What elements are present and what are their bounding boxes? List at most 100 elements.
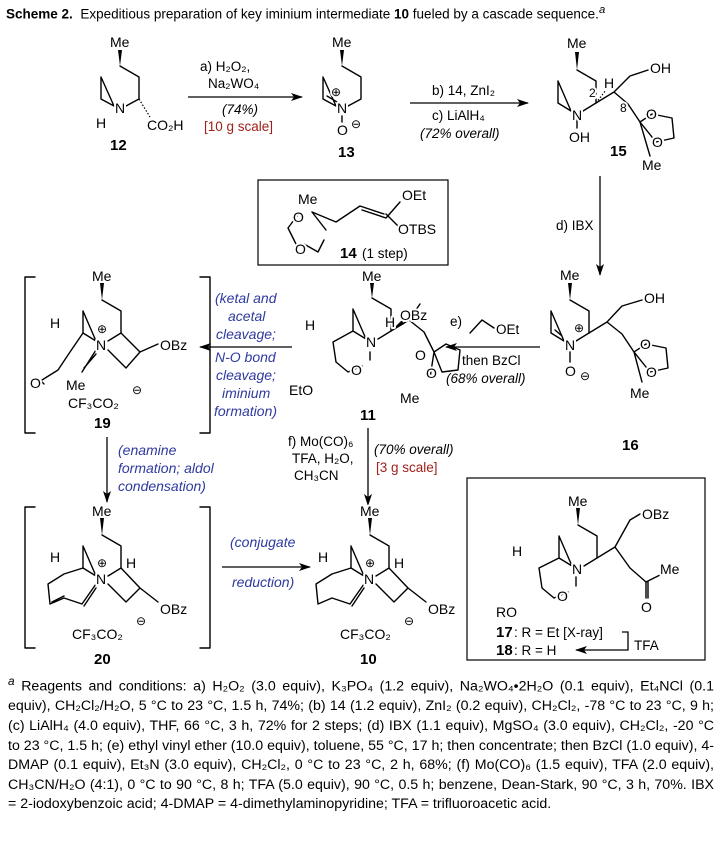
arrow-step-bc: b) 14, ZnI₂ c) LiAlH₄ (72% overall): [410, 83, 529, 141]
atom-label: ⊕: [331, 85, 341, 99]
atom-label: TFA: [634, 638, 659, 653]
atom-label: (70% overall): [374, 442, 454, 457]
atom-label: reduction): [232, 574, 294, 590]
atom-label: N: [96, 571, 106, 587]
atom-label: H: [126, 555, 136, 571]
atom-label: OBz: [160, 601, 187, 617]
atom-label: O: [351, 362, 362, 378]
atom-label: condensation): [118, 478, 206, 494]
atom-label: O: [337, 122, 348, 138]
atom-label: O: [641, 599, 652, 615]
atom-label: OBz: [428, 601, 455, 617]
atom-label: iminium: [222, 385, 271, 401]
compound-label-20: 20: [94, 651, 111, 668]
atom-label: acetal: [228, 308, 266, 324]
compound-12: Me N H CO₂H 12: [94, 32, 186, 154]
atom-label: OBz: [400, 307, 427, 323]
scheme-title: Scheme 2. Expeditious preparation of key…: [6, 4, 605, 22]
atom-label: ⊖: [132, 383, 142, 397]
atom-label: 8: [620, 101, 627, 115]
atom-label: Me: [360, 503, 380, 519]
arrow-step-f: f) Mo(CO)₆ TFA, H₂O, CH₃CN (70% overall)…: [288, 428, 454, 506]
footnote-conditions: a Reagents and conditions: a) H₂O₂ (3.0 …: [8, 672, 714, 815]
atom-label: ⊕: [365, 556, 375, 570]
compounds-17-18-box: Me OBz N O RO H O Me 17 : R = Et [X-ray]…: [466, 477, 706, 661]
atom-label: c) LiAlH₄: [432, 108, 485, 123]
atom-label: H: [604, 75, 614, 91]
compound-19: Me H N ⊕ O Me OBz CF₃CO₂ ⊖ 19: [24, 266, 211, 434]
atom-label: CH₃CN: [294, 468, 339, 483]
atom-label: cleavage;: [216, 367, 276, 383]
atom-label: Me: [298, 191, 318, 207]
atom-label: f) Mo(CO)₆: [288, 434, 353, 449]
atom-label: H: [512, 543, 522, 559]
atom-label: O: [565, 363, 576, 379]
footnote-mark: a: [8, 674, 15, 688]
atom-label: CF₃CO₂: [68, 395, 119, 411]
atom-label: OTBS: [398, 221, 436, 237]
atom-label: Me: [567, 35, 587, 51]
atom-label: [10 g scale]: [204, 119, 273, 134]
compound-label-11: 11: [360, 407, 376, 424]
atom-label: (68% overall): [446, 371, 526, 386]
atom-label: : R = Et [X-ray]: [514, 625, 603, 640]
atom-me: Me: [110, 34, 130, 50]
footnote-text: Reagents and conditions: a) H₂O₂ (3.0 eq…: [8, 678, 714, 813]
atom-label: O: [30, 375, 41, 391]
atom-label: OEt: [496, 322, 520, 337]
atom-label: (conjugate: [230, 534, 296, 550]
atom-label: 17: [496, 624, 513, 641]
atom-label: N-O bond: [215, 349, 277, 365]
atom-n: N: [115, 100, 125, 116]
atom-label: a) H₂O₂,: [200, 59, 250, 74]
compound-20: Me H N ⊕ H OBz CF₃CO₂ ⊖ 20: [24, 501, 211, 668]
arrow-step-e: e) OEt then BzCl (68% overall): [445, 314, 540, 386]
atom-label: 2: [589, 86, 596, 100]
title-compound: 10: [394, 6, 410, 22]
atom-label: OBz: [642, 506, 669, 522]
atom-label: Me: [630, 385, 650, 401]
compound-10: Me H N ⊕ H OBz CF₃CO₂ ⊖ 10: [315, 501, 457, 668]
atom-label: ⊖: [404, 614, 414, 628]
arrow-step-a: a) H₂O₂, Na₂WO₄ (74%) [10 g scale]: [188, 59, 303, 134]
atom-label: OH: [569, 129, 590, 145]
atom-co2h: CO₂H: [147, 117, 184, 133]
arrow-conjugate-reduction: (conjugate reduction): [222, 534, 311, 590]
compound-label-13: 13: [338, 144, 355, 161]
atom-label: CF₃CO₂: [72, 626, 123, 642]
atom-label: H: [318, 549, 328, 565]
atom-label: ⊕: [97, 322, 107, 336]
atom-label: O: [640, 336, 651, 352]
atom-label: N: [337, 100, 347, 116]
compound-label-19: 19: [94, 415, 111, 432]
atom-label: H: [305, 317, 315, 333]
atom-label: ⊖: [351, 117, 361, 131]
compound-label-12: 12: [110, 137, 127, 154]
atom-label: TFA, H₂O,: [292, 451, 354, 466]
atom-label: Me: [560, 267, 580, 283]
atom-label: N: [366, 334, 376, 350]
title-text: Expeditious preparation of key iminium i…: [80, 6, 391, 22]
atom-label: ⊖: [136, 614, 146, 628]
atom-label: b) 14, ZnI₂: [432, 83, 495, 98]
atom-label: ⊕: [574, 321, 584, 335]
atom-label: O: [646, 106, 657, 122]
atom-label: Me: [362, 268, 382, 284]
atom-label: formation): [214, 403, 277, 419]
atom-label: N: [572, 561, 582, 577]
atom-label: ⊕: [97, 556, 107, 570]
atom-label: Me: [400, 390, 420, 406]
compound-label-16: 16: [622, 437, 639, 454]
atom-label: (72% overall): [420, 126, 500, 141]
atom-label: O: [646, 364, 657, 380]
atom-label: N: [572, 107, 582, 123]
atom-label: Me: [92, 268, 112, 284]
atom-label: H: [385, 314, 395, 330]
reagent-14-box: Me O O OEt OTBS 14 (1 step): [257, 179, 449, 266]
scheme-label: Scheme 2.: [6, 6, 73, 22]
compound-13: Me N O ⊕ ⊖ 13: [322, 32, 363, 161]
atom-label: H: [50, 315, 60, 331]
atom-label: O: [415, 347, 426, 363]
